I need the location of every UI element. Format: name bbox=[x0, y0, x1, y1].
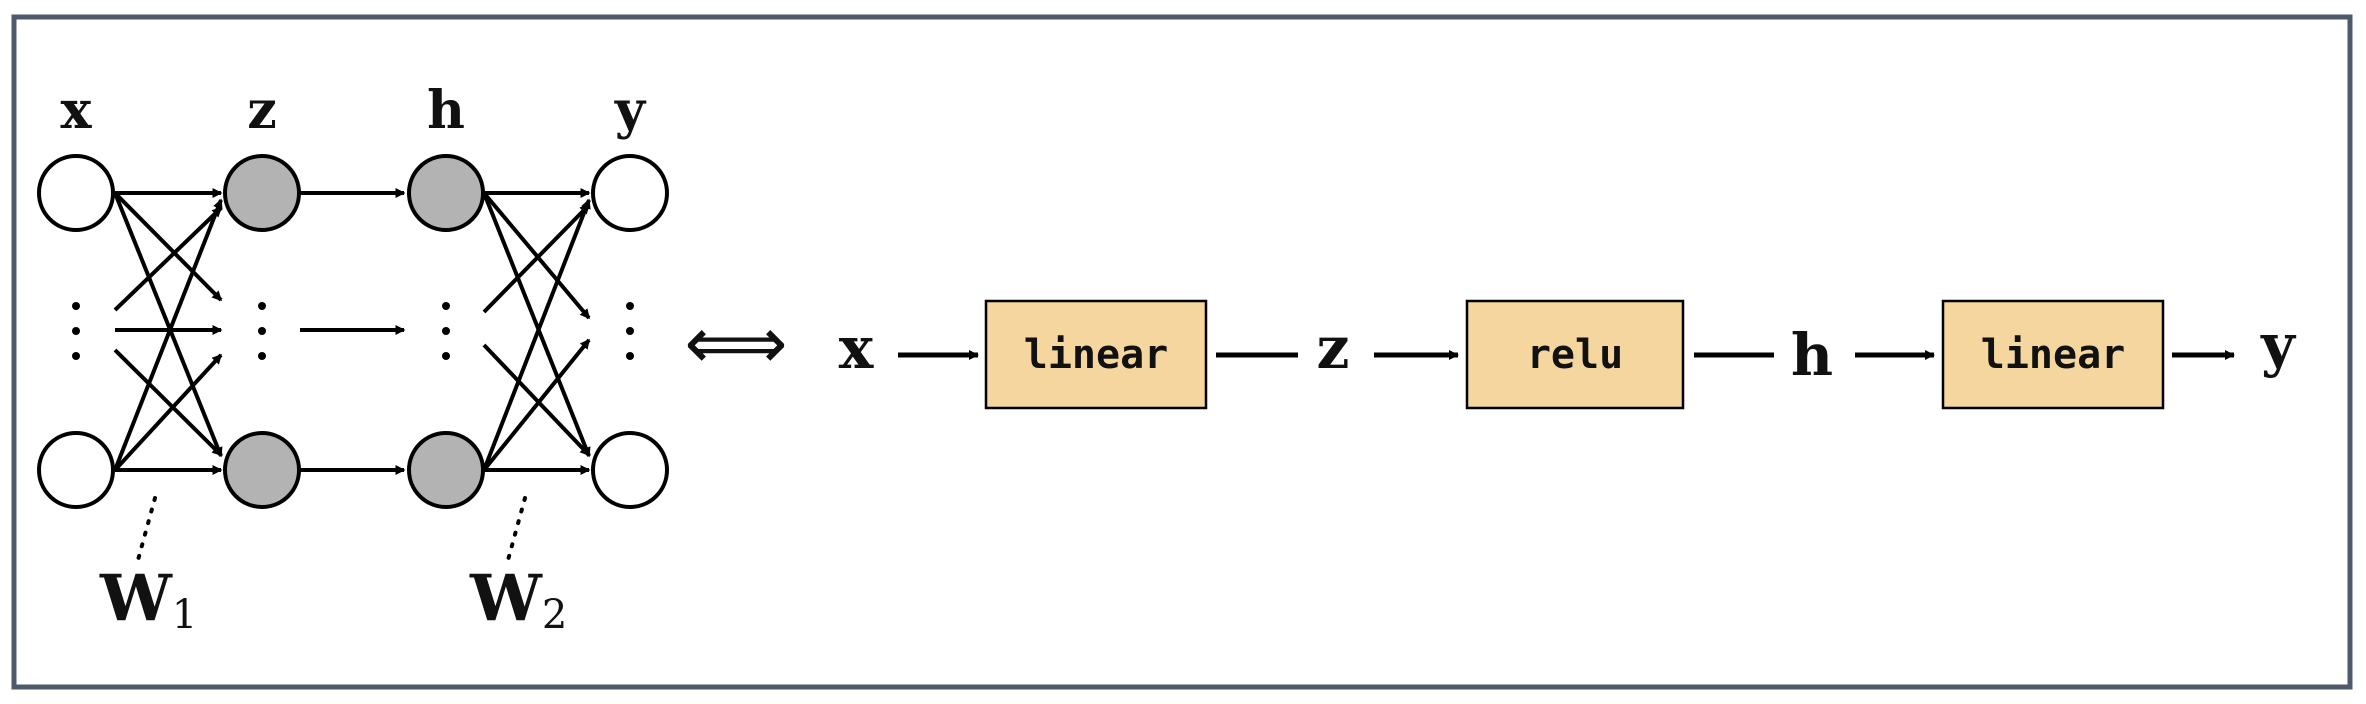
layer-label-y: y bbox=[614, 80, 647, 141]
pipeline-node-z: z bbox=[1317, 314, 1350, 382]
op-box-linear-1 bbox=[984, 299, 1208, 410]
layer-label-z: z bbox=[247, 80, 277, 141]
op-label-relu: relu bbox=[1527, 332, 1623, 378]
neuron-h-top bbox=[407, 154, 485, 232]
neuron-x-bottom bbox=[37, 431, 115, 509]
weight-label-w2: W2 bbox=[469, 561, 567, 638]
op-box-linear-2 bbox=[1941, 299, 2165, 410]
neural-network: x z h y bbox=[37, 80, 669, 638]
ellipsis-dots bbox=[72, 302, 634, 360]
pipeline-node-x: x bbox=[839, 314, 874, 382]
neuron-y-bottom bbox=[591, 431, 669, 509]
layer-label-x: x bbox=[60, 80, 92, 141]
weight-leader-1 bbox=[136, 496, 157, 562]
edges-x-to-z bbox=[113, 188, 223, 475]
neuron-y-top bbox=[591, 154, 669, 232]
neuron-x-top bbox=[37, 154, 115, 232]
op-box-relu bbox=[1465, 299, 1685, 410]
weight-leader-2 bbox=[506, 496, 527, 562]
neuron-z-top bbox=[223, 154, 301, 232]
op-label-linear-1: linear bbox=[1024, 332, 1169, 378]
neuron-h-bottom bbox=[407, 431, 485, 509]
weight-label-w1: W1 bbox=[99, 561, 197, 638]
pipeline: x linear z relu h linear y bbox=[839, 299, 2297, 410]
pipeline-node-y: y bbox=[2260, 311, 2297, 379]
neuron-z-bottom bbox=[223, 431, 301, 509]
edges-z-to-h bbox=[300, 188, 406, 475]
equivalence-symbol: ⟺ bbox=[684, 301, 787, 385]
layer-label-h: h bbox=[427, 80, 465, 141]
edges-h-to-y bbox=[482, 188, 591, 475]
op-label-linear-2: linear bbox=[1981, 332, 2126, 378]
pipeline-node-h: h bbox=[1791, 321, 1833, 389]
